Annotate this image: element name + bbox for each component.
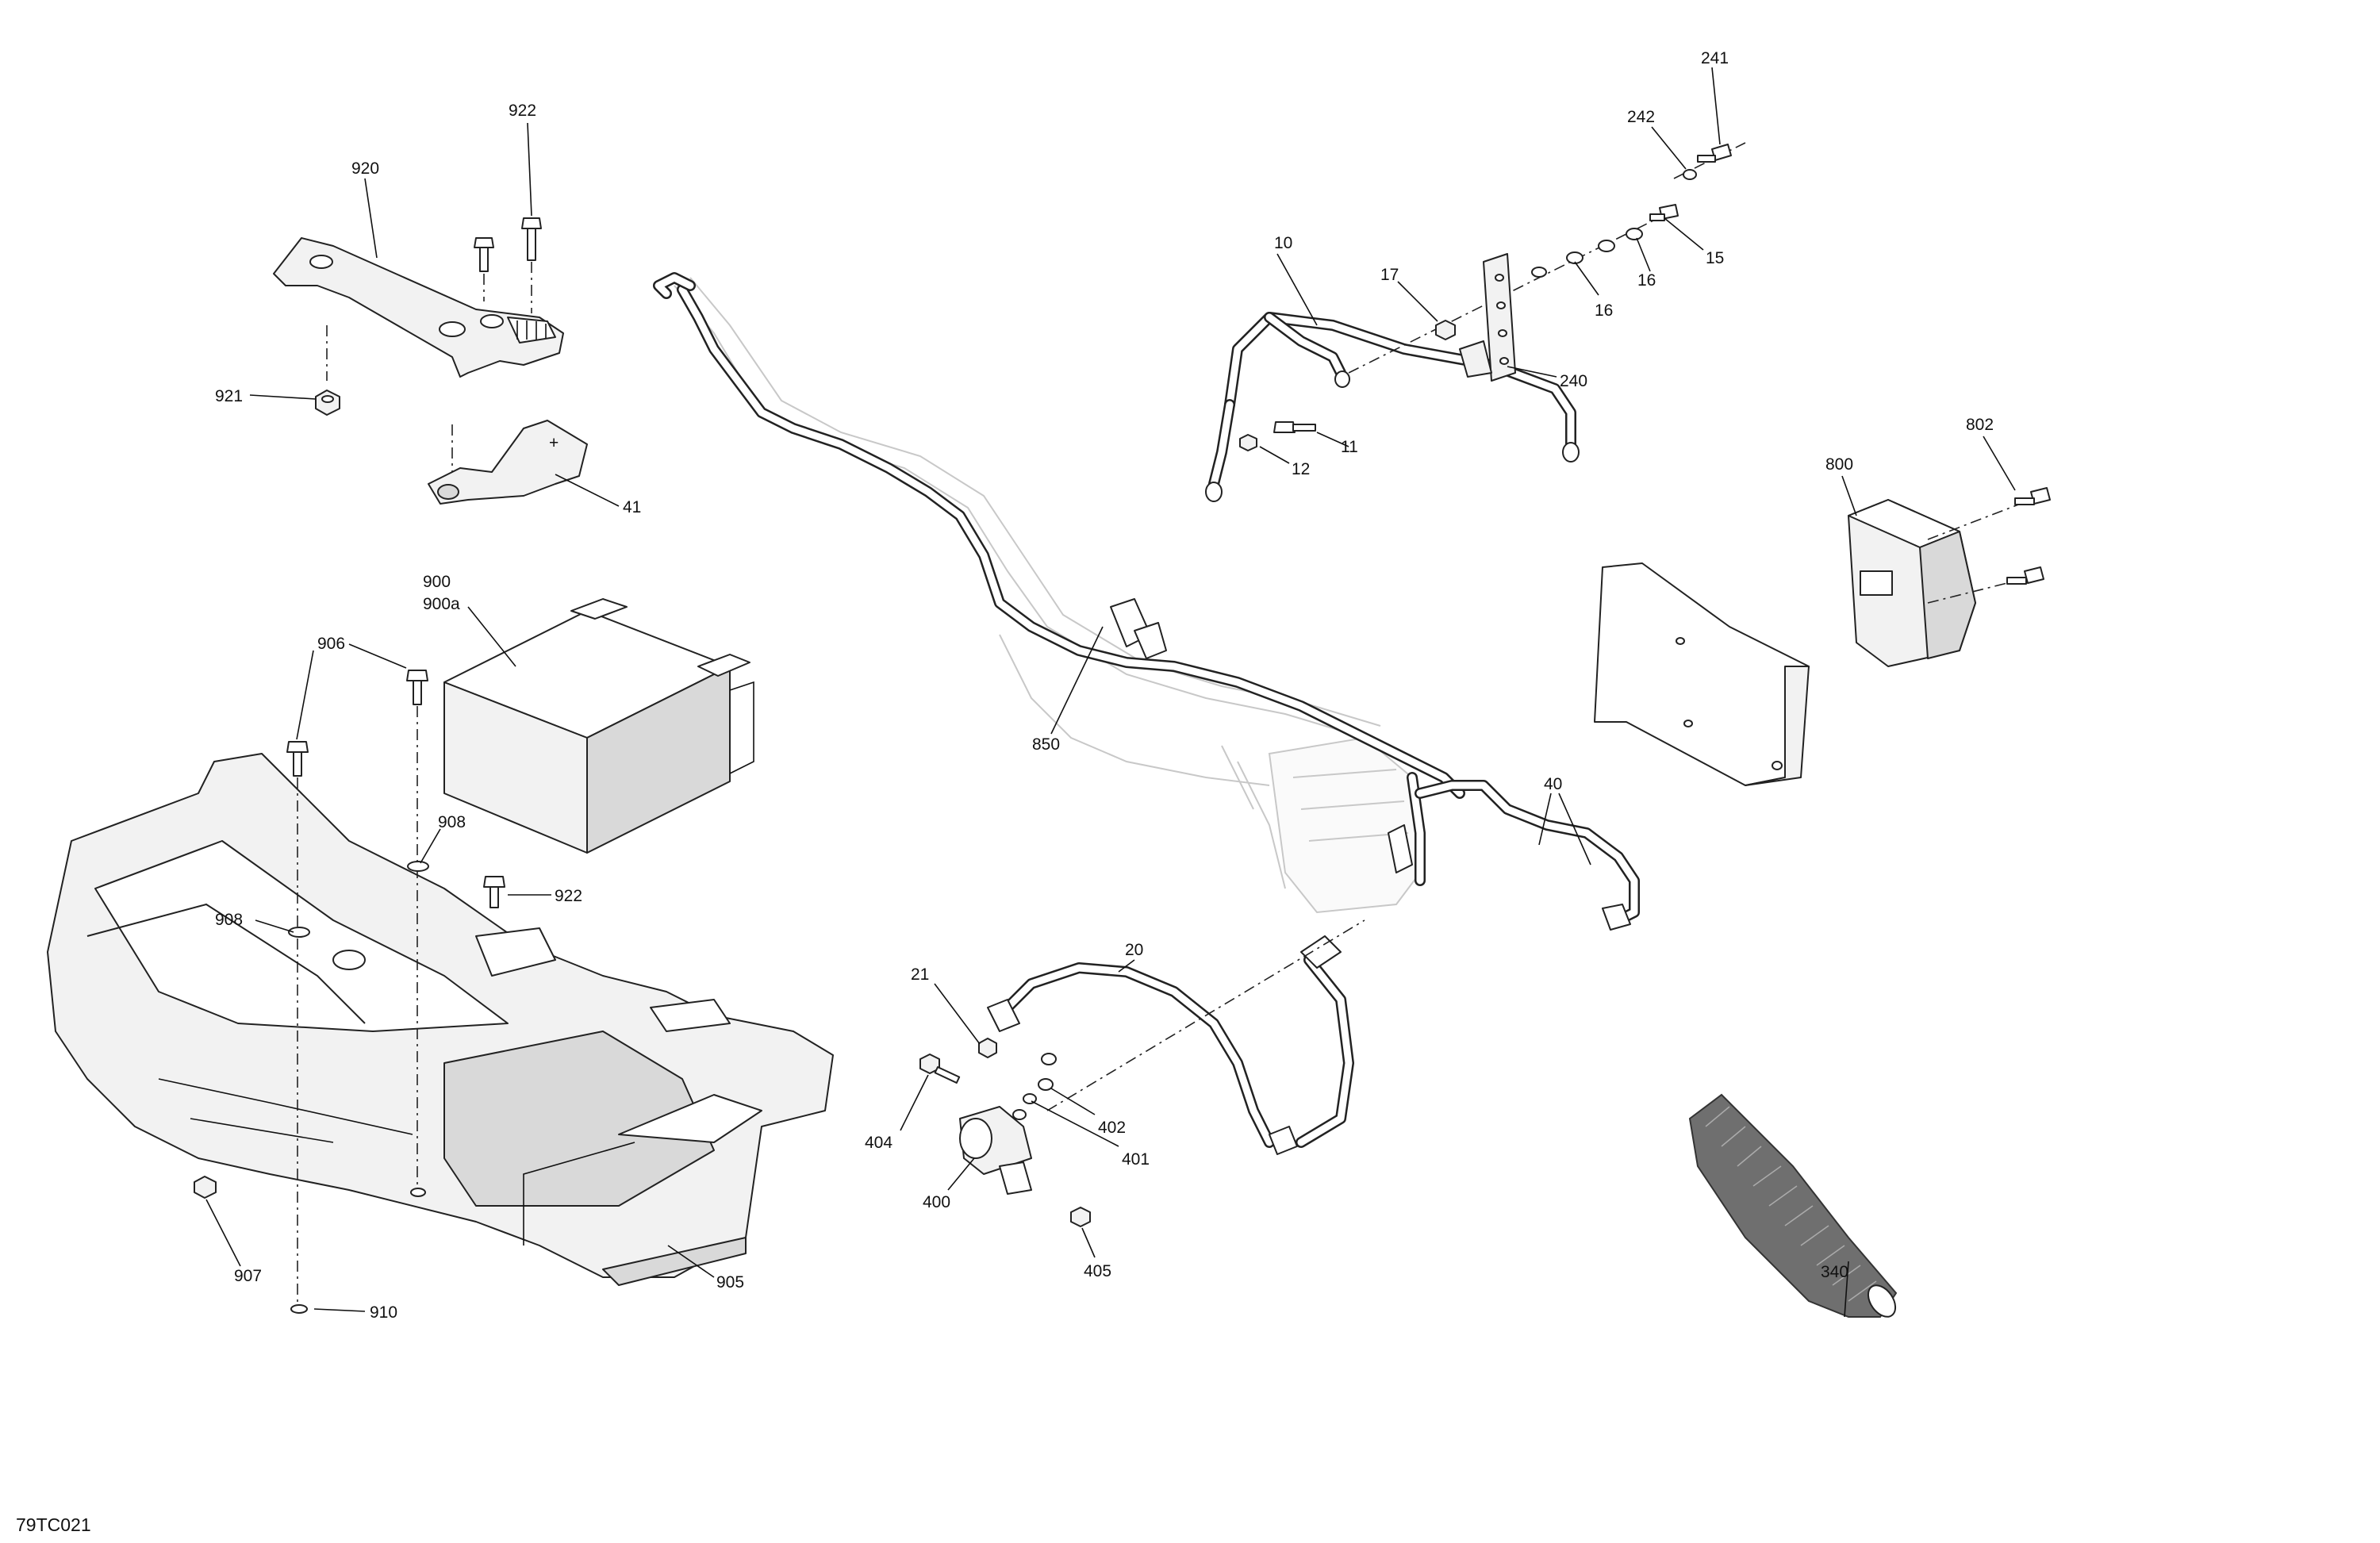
part-16-washer-c <box>1598 240 1615 252</box>
part-400-solenoid <box>959 1106 1032 1195</box>
part-bolt-b <box>474 237 494 301</box>
part-910-washer <box>290 1304 308 1314</box>
callout-10: 10 <box>1274 234 1292 252</box>
part-17-nut <box>1435 320 1456 340</box>
part-402-nut-a <box>1041 1053 1057 1065</box>
callout-800: 800 <box>1825 455 1853 474</box>
callout-400: 400 <box>923 1193 950 1211</box>
part-15-bolt <box>1649 204 1679 221</box>
part-41-terminal-cover: + <box>428 420 588 505</box>
part-20-cable <box>987 935 1354 1155</box>
callout-922-a: 922 <box>509 102 536 120</box>
callout-11: 11 <box>1341 438 1358 456</box>
part-908-washer-b <box>288 927 310 938</box>
callout-labels: 922 920 921 41 900 900a 906 908 922 908 … <box>215 49 1994 1322</box>
callout-16-a: 16 <box>1637 271 1656 290</box>
callout-21: 21 <box>911 965 929 984</box>
callout-850: 850 <box>1032 735 1060 754</box>
callout-16-b: 16 <box>1595 301 1613 320</box>
part-401-washer-a <box>1023 1093 1037 1104</box>
part-404-bolt <box>919 1054 961 1084</box>
part-906-bolt-b <box>406 670 428 1190</box>
callout-240: 240 <box>1560 372 1587 390</box>
callout-900: 900 <box>423 573 451 591</box>
part-401-washer-b <box>1012 1109 1027 1120</box>
part-905-battery-tray <box>47 753 834 1286</box>
callout-908-a: 908 <box>438 813 466 831</box>
part-12-nut <box>1239 434 1257 451</box>
part-16-washer-d <box>1626 228 1643 240</box>
part-906-bolt-a <box>286 741 309 1309</box>
callout-906: 906 <box>317 635 345 653</box>
callout-242: 242 <box>1627 108 1655 126</box>
callout-921: 921 <box>215 387 243 405</box>
part-405-nut <box>1070 1207 1091 1227</box>
callout-20: 20 <box>1125 941 1143 959</box>
part-10-battery-cables <box>1205 312 1580 502</box>
part-921-nut <box>315 390 340 416</box>
callout-900a: 900a <box>423 595 460 613</box>
part-nut-bottom <box>410 1188 426 1197</box>
terminal-plus-mark: + <box>549 434 559 452</box>
ghost-frame <box>674 277 1422 914</box>
callout-922-b: 922 <box>555 887 582 905</box>
part-402-nut-b <box>1038 1078 1054 1091</box>
part-241-bolt <box>1697 144 1732 163</box>
part-heat-shield-plate <box>1594 562 1810 786</box>
axis-20 <box>1046 919 1365 1111</box>
part-21-nut <box>978 1038 997 1058</box>
part-800-module <box>1848 499 1976 667</box>
callout-41: 41 <box>623 498 641 516</box>
callout-401: 401 <box>1122 1150 1150 1169</box>
part-920-bracket <box>273 237 564 378</box>
callout-910: 910 <box>370 1303 397 1322</box>
callout-241: 241 <box>1701 49 1729 67</box>
part-850-main-harness <box>653 272 1465 886</box>
leader-lines <box>205 67 2016 1318</box>
part-900-battery <box>443 598 754 854</box>
part-922-bolt-b <box>483 876 505 908</box>
callout-15: 15 <box>1706 249 1724 267</box>
part-802-bolt-a <box>1927 487 2051 540</box>
figure-id: 79TC021 <box>16 1514 91 1535</box>
callout-405: 405 <box>1084 1262 1111 1280</box>
part-922-bolt-a <box>521 217 542 313</box>
callout-40: 40 <box>1544 775 1562 793</box>
callout-802: 802 <box>1966 416 1994 434</box>
part-802-bolt-b <box>1927 566 2044 604</box>
callout-17: 17 <box>1380 266 1399 284</box>
callout-907: 907 <box>234 1267 262 1285</box>
part-907-nut <box>194 1176 217 1199</box>
callout-908-b: 908 <box>215 911 243 929</box>
callout-404: 404 <box>865 1134 892 1152</box>
callout-920: 920 <box>351 159 379 178</box>
part-16-washer-a <box>1531 267 1547 278</box>
part-40-harness <box>1415 780 1640 931</box>
part-240-bracket <box>1459 253 1516 382</box>
callout-905: 905 <box>716 1273 744 1292</box>
part-340-corrugated-hose <box>1688 1093 1898 1318</box>
part-908-washer-a <box>407 861 429 872</box>
part-11-bolt <box>1273 421 1316 433</box>
callout-402: 402 <box>1098 1119 1126 1137</box>
callout-340: 340 <box>1821 1263 1848 1281</box>
part-16-washer-b <box>1566 251 1583 264</box>
callout-12: 12 <box>1292 460 1310 478</box>
part-242-washer <box>1683 169 1697 180</box>
